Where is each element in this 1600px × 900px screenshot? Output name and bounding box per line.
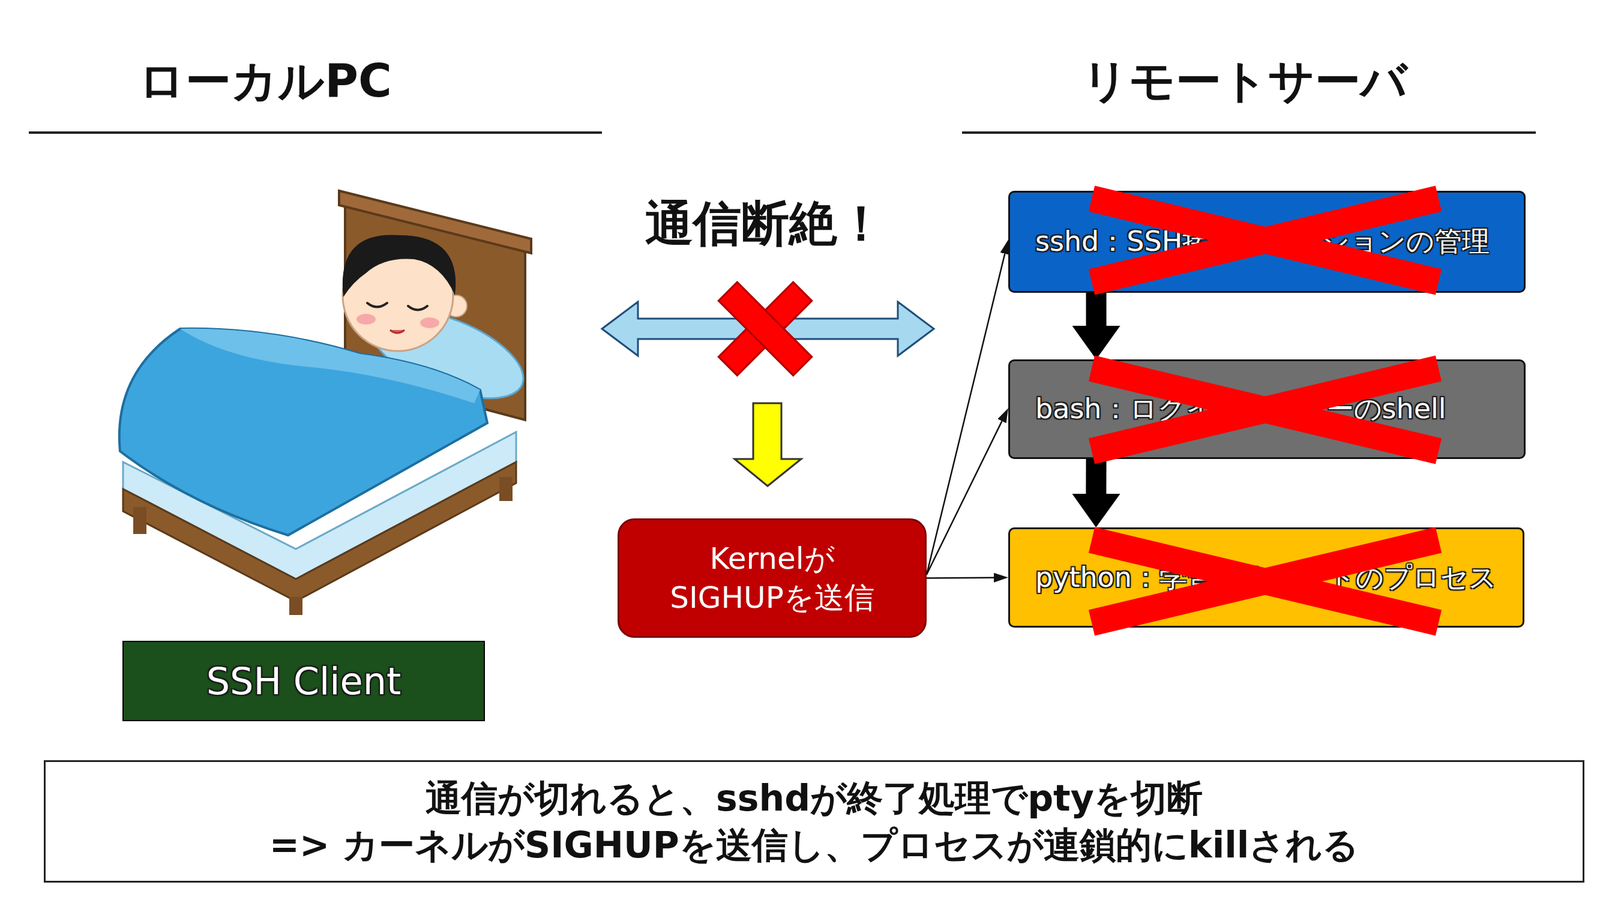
mouth: [390, 330, 405, 334]
signal-arrow: [926, 421, 1002, 575]
summary-box: 通信が切れると、sshdが終了処理でptyを切断=> カーネルがSIGHUPを送…: [43, 760, 1585, 883]
cross-bar: [718, 282, 813, 376]
cross-bar: [718, 282, 813, 376]
node-text: python：学習スクリプトのプロセス: [1035, 559, 1523, 597]
blush: [420, 317, 440, 329]
signal-arrow: [926, 253, 1005, 575]
process-arrow: [1085, 459, 1107, 494]
node-text: Kernelが SIGHUPを送信: [631, 539, 913, 618]
process-arrow: [1086, 292, 1107, 326]
closed-eye: [367, 303, 388, 308]
heading-underline: [962, 131, 1536, 134]
process-box: python：学習スクリプトのプロセス: [1008, 527, 1525, 628]
kernel-box: Kernelが SIGHUPを送信: [617, 518, 927, 638]
node-text: bash：ログインユーザーのshell: [1035, 390, 1524, 428]
node-text: SSH Client: [206, 659, 402, 704]
blanket: [119, 328, 488, 536]
kill-mark: [1091, 198, 1439, 623]
section-heading: リモートサーバ: [1082, 51, 1408, 113]
process-box: bash：ログインユーザーのshell: [1008, 359, 1526, 460]
node-text: sshd：SSH接続・セッションの管理: [1035, 223, 1524, 261]
flow-arrow: [734, 403, 802, 487]
cut-mark: [718, 282, 813, 376]
cross-bar: [1091, 540, 1439, 623]
cross-bar: [1091, 540, 1439, 623]
bed-leg: [289, 597, 303, 616]
heading-underline: [28, 131, 602, 134]
cross-bar: [1091, 368, 1439, 452]
blanket-fold: [180, 328, 481, 404]
section-heading: ローカルPC: [138, 51, 392, 113]
cross-bar: [1091, 368, 1439, 452]
bed-leg: [499, 477, 513, 502]
status-label: 通信断絶！: [645, 192, 886, 257]
sleeping-illustration: [119, 190, 536, 616]
cross-bar: [1091, 198, 1439, 283]
process-box: sshd：SSH接続・セッションの管理: [1008, 190, 1526, 293]
node-text: => カーネルがSIGHUPを送信し、プロセスが連鎖的にkillされる: [269, 821, 1360, 869]
cross-bar: [1091, 198, 1439, 283]
blush: [356, 313, 376, 325]
signal-arrow: [926, 576, 994, 579]
closed-eye: [408, 306, 428, 311]
hair: [342, 235, 456, 298]
node-text: 通信が切れると、sshdが終了処理でptyを切断: [425, 774, 1203, 822]
client-box: SSH Client: [122, 640, 485, 722]
bed-leg: [133, 507, 147, 535]
